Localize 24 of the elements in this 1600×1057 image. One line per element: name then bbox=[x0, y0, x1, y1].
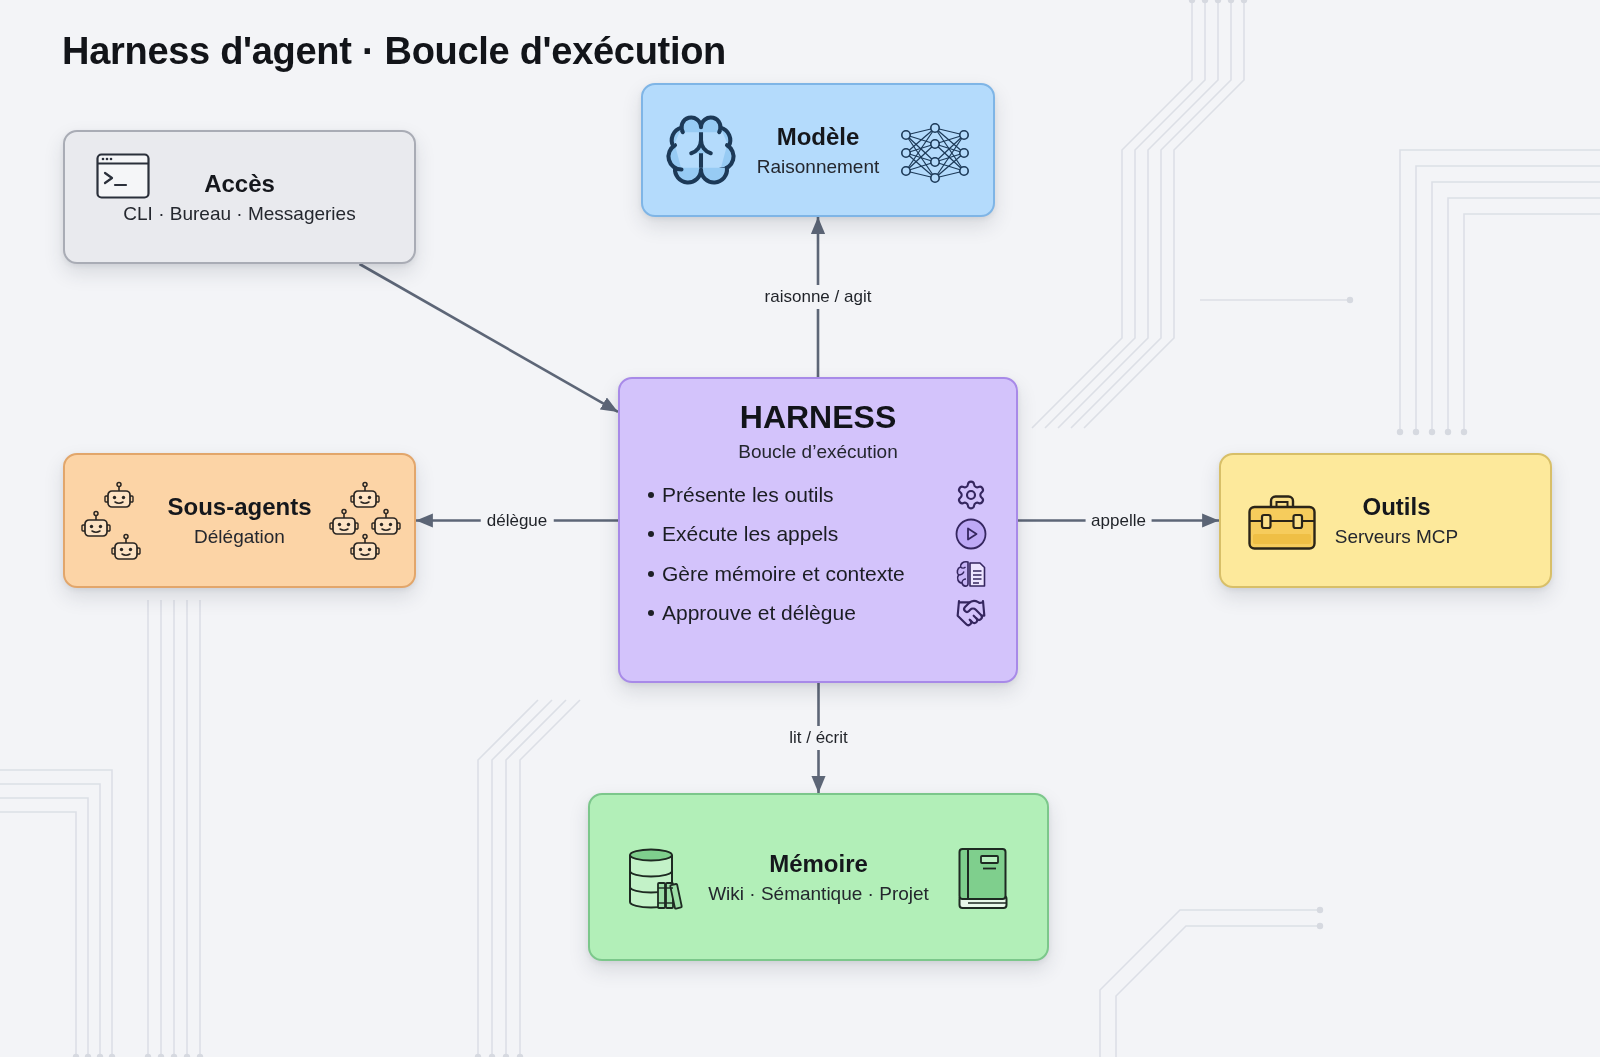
task-item-text: Gère mémoire et contexte bbox=[662, 560, 905, 587]
harness-panel bbox=[618, 377, 1018, 683]
box-title: Outils bbox=[1362, 492, 1431, 522]
box-title: Accès bbox=[204, 168, 275, 199]
arrow bbox=[358, 262, 619, 413]
box-subtitle: Serveurs MCP bbox=[1334, 525, 1459, 549]
box-subtitle: CLI · Bureau · Messageries bbox=[123, 201, 356, 226]
task-item-text: Présente les outils bbox=[662, 481, 834, 508]
memory-box bbox=[588, 793, 1049, 961]
box-subtitle: Wiki · Sémantique · Projet bbox=[708, 881, 929, 906]
box-subtitle: Raisonnement bbox=[756, 154, 880, 179]
panel-heading: HARNESS bbox=[739, 398, 897, 437]
box-title: Sous-agents bbox=[167, 492, 312, 522]
access-box bbox=[63, 130, 416, 264]
tools-box bbox=[1219, 453, 1552, 588]
model-box bbox=[641, 83, 995, 217]
task-item-text: Approuve et délègue bbox=[662, 600, 856, 627]
panel-subtitle: Boucle d’exécution bbox=[738, 440, 898, 464]
subagents-box bbox=[63, 453, 416, 588]
box-title: Mémoire bbox=[769, 848, 868, 879]
box-title: Modèle bbox=[776, 121, 860, 152]
diagram-title: Harness d'agent · Boucle d'exécution bbox=[62, 29, 726, 74]
task-item-text: Exécute les appels bbox=[662, 521, 839, 548]
box-subtitle: Délégation bbox=[194, 525, 285, 549]
